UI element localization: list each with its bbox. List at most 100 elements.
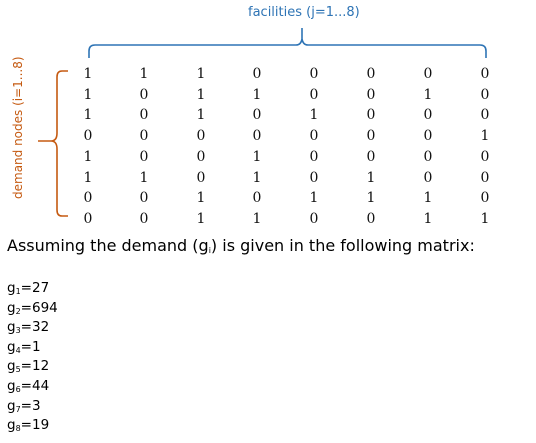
matrix-cell: 0 [309,210,319,227]
matrix-cell: 0 [139,210,149,227]
matrix-cell: 0 [139,128,149,145]
matrix-cell: 1 [366,169,376,186]
matrix-cell: 0 [309,86,319,103]
matrix-cell: 1 [196,190,206,207]
matrix-cell: 0 [480,169,490,186]
matrix-cell: 1 [139,169,149,186]
matrix-cell: 1 [196,86,206,103]
demand-value: =694 [20,299,58,316]
demand-index: 7 [15,404,21,414]
matrix-cell: 0 [252,190,262,207]
demand-value: =27 [20,280,50,296]
matrix-cell: 0 [309,169,319,186]
demand-value: =3 [20,397,41,414]
demand-letter: g [7,417,16,434]
matrix-cell: 1 [252,148,262,165]
matrix-cell: 1 [83,148,93,165]
demand-item: g3=32 [7,318,58,338]
demand-letter: g [7,299,16,316]
matrix-cell: 1 [83,169,93,186]
matrix-cell: 1 [423,190,433,207]
matrix-cell: 0 [480,86,490,103]
matrix-cell: 1 [252,169,262,186]
demand-letter: g [7,319,16,336]
matrix-cell: 0 [309,148,319,165]
matrix-cell: 0 [83,190,93,207]
facilities-brace [88,28,487,58]
matrix-cell: 0 [423,169,433,186]
matrix-cell: 0 [139,107,149,124]
matrix-cell: 0 [196,148,206,165]
matrix-cell: 1 [480,128,490,145]
matrix-cell: 0 [196,128,206,145]
demand-value: =44 [20,377,50,394]
demand-index: 3 [15,326,21,336]
matrix-cell: 0 [83,128,93,145]
matrix-cell: 1 [83,66,93,82]
demand-letter: g [7,358,16,375]
demand-index: 5 [15,365,21,375]
demand-index: 4 [15,345,21,355]
demand-letter: g [7,338,16,355]
matrix-cell: 1 [196,210,206,227]
matrix-cell: 1 [196,107,206,124]
demand-item: g1=27 [7,279,58,299]
demand-index: 2 [15,306,21,316]
matrix-cell: 1 [139,66,149,82]
matrix-cell: 1 [309,190,319,207]
demand-item: g7=3 [7,397,58,417]
matrix-cell: 0 [423,107,433,124]
matrix-cell: 0 [252,66,262,82]
matrix-cell: 0 [366,148,376,165]
matrix-cell: 0 [366,107,376,124]
matrix-cell: 0 [252,128,262,145]
matrix-cell: 0 [480,148,490,165]
demand-brace [38,70,68,217]
matrix-cell: 0 [423,128,433,145]
matrix-cell: 0 [366,86,376,103]
matrix-cell: 1 [252,210,262,227]
demand-value: =1 [20,338,41,355]
matrix-cell: 0 [480,66,490,82]
demand-item: g5=12 [7,357,58,377]
matrix-cell: 0 [309,66,319,82]
matrix-cell: 1 [480,210,490,227]
matrix-cell: 0 [423,148,433,165]
matrix-cell: 1 [252,86,262,103]
matrix-cell: 0 [423,66,433,82]
matrix-cell: 0 [139,86,149,103]
braces-layer [38,28,487,217]
heading-before: Assuming the demand (g [7,236,209,255]
demand-letter: g [7,397,16,414]
demand-index: 6 [15,384,21,394]
matrix-cell: 0 [366,210,376,227]
matrix-cell: 0 [366,128,376,145]
matrix-cell: 0 [309,128,319,145]
matrix-cell: 0 [196,169,206,186]
matrix-cell: 1 [196,66,206,82]
coverage-matrix: 1 1 1 0 0 0 0 0 1 0 1 1 0 0 1 0 1 0 1 0 1 0 0 0 0 0 0 0 0 0 0 1 1 0 0 1 0 0 0 0… [83,66,490,227]
demand-item: g6=44 [7,377,58,397]
matrix-cell: 0 [139,148,149,165]
demand-item: g8=19 [7,416,58,436]
matrix-cell: 1 [423,86,433,103]
demand-heading: Assuming the demand (gi) is given in the… [7,236,475,255]
heading-after: ) is given in the following matrix: [210,236,475,255]
demand-index: 1 [15,287,21,296]
demand-letter: g [7,280,16,296]
demand-index: 8 [15,424,21,434]
matrix-cell: 0 [480,107,490,124]
demand-value: =19 [20,417,50,434]
matrix-cell: 0 [139,190,149,207]
matrix-cell: 1 [309,107,319,124]
matrix-cell: 0 [366,66,376,82]
matrix-cell: 1 [83,107,93,124]
heading-subscript: i [208,246,211,255]
matrix-cell: 1 [366,190,376,207]
demand-item: g2=694 [7,299,58,319]
matrix-cell: 0 [480,190,490,207]
matrix-cell: 1 [423,210,433,227]
matrix-cell: 1 [83,86,93,103]
